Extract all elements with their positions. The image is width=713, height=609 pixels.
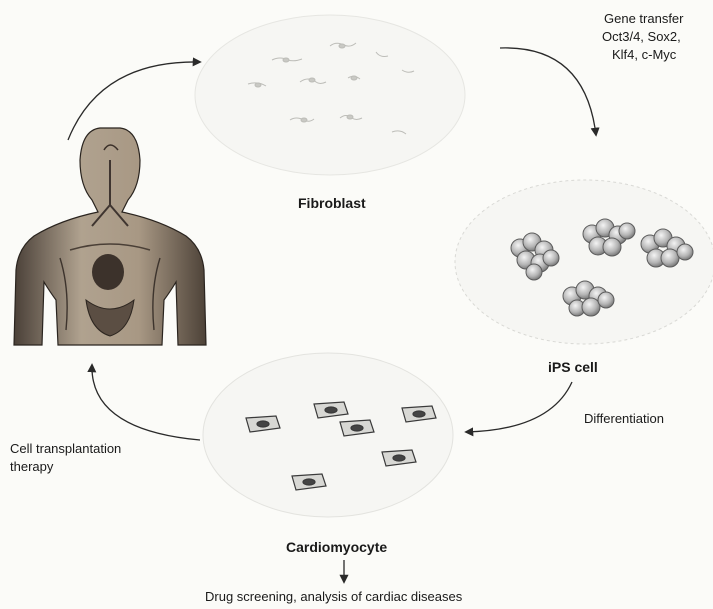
cardiomyocyte-cells-icon xyxy=(203,353,453,517)
drug-screening-label: Drug screening, analysis of cardiac dise… xyxy=(205,588,462,606)
ips-cell-label: iPS cell xyxy=(548,358,598,376)
cell-transplantation-label-line1: Cell transplantation xyxy=(10,440,121,458)
cardiomyocyte-label: Cardiomyocyte xyxy=(286,538,387,556)
fibroblast-cells-icon xyxy=(195,15,465,175)
arrow-ips-to-cardiomyocyte xyxy=(466,382,572,432)
differentiation-label: Differentiation xyxy=(584,410,664,428)
fibroblast-label: Fibroblast xyxy=(298,194,366,212)
cell-transplantation-label-line2: therapy xyxy=(10,458,53,476)
arrow-cardiomyocyte-to-body xyxy=(92,365,200,440)
arrow-fibroblast-to-ips xyxy=(500,48,596,135)
factors-label-line2: Klf4, c-Myc xyxy=(612,46,676,64)
ips-cell-colonies-icon xyxy=(455,180,713,344)
arrow-body-to-fibroblast xyxy=(68,62,200,140)
gene-transfer-label: Gene transfer xyxy=(604,10,684,28)
factors-label-line1: Oct3/4, Sox2, xyxy=(602,28,681,46)
human-torso-anatomy-icon xyxy=(14,128,206,345)
